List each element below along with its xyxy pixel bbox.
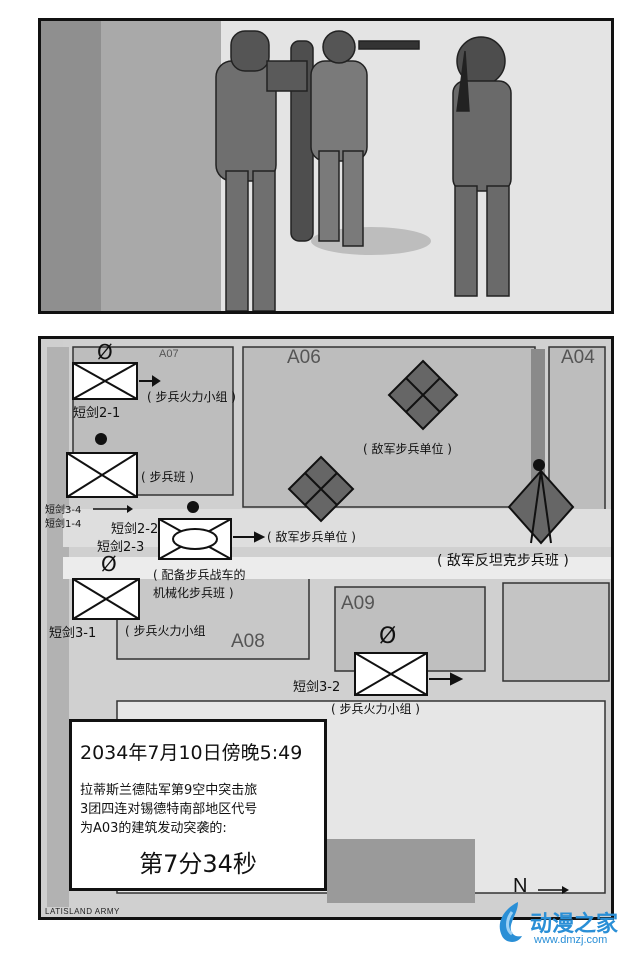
- unit-label-sword-2-3: 短剑2-3: [97, 539, 144, 555]
- info-desc-line: 拉蒂斯兰德陆军第9空中突击旅: [80, 783, 258, 798]
- north-arrow-icon: [538, 886, 569, 894]
- enemy-infantry-unit: [387, 359, 459, 431]
- label-fire-team: ( 步兵火力小组 ): [147, 390, 236, 404]
- soldiers-illustration: [41, 21, 611, 311]
- zone-label-a06: A06: [287, 347, 321, 368]
- unit-infantry-squad: [66, 452, 138, 498]
- unit-label-sword-2-1: 短剑2-1: [73, 405, 120, 421]
- label-mech-infantry-line1: ( 配备步兵战车的: [153, 567, 246, 582]
- unit-label-sword-3-4: 短剑3-4: [45, 503, 81, 516]
- label-enemy-antitank-squad: ( 敌军反坦克步兵班 ): [437, 553, 569, 569]
- building-a08: [116, 576, 310, 660]
- unit-sword-2-1: [72, 362, 161, 400]
- label-fire-team: ( 步兵火力小组: [125, 624, 206, 638]
- zone-label-a09: A09: [341, 593, 375, 614]
- label-enemy-infantry: ( 敌军步兵单位 ): [267, 529, 356, 544]
- label-infantry-squad: ( 步兵班 ): [141, 470, 194, 484]
- zone-label-a08: A08: [231, 631, 265, 652]
- comic-panel-soldiers: [38, 18, 614, 314]
- zone-label-a04: A04: [561, 347, 595, 368]
- watermark-name: 动漫之家: [530, 912, 619, 937]
- unit-label-sword-2-2: 短剑2-2: [111, 521, 158, 537]
- info-box: 2034年7月10日傍晚5:49 拉蒂斯兰德陆军第9空中突击旅 3团四连对锡德特…: [69, 719, 327, 891]
- info-elapsed-time: 第7分34秒: [139, 850, 257, 878]
- null-symbol: Ø: [97, 340, 113, 364]
- north-indicator: N: [513, 875, 528, 897]
- watermark-logo-icon: [499, 902, 522, 942]
- unit-label-sword-3-1: 短剑3-1: [49, 625, 96, 641]
- watermark-url: www.dmzj.com: [534, 934, 608, 946]
- comic-panel-tactical-map: A07 A06 A04 A09 A08 Ø Ø Ø 短剑2-1 ( 步兵火力小组…: [38, 336, 614, 920]
- enemy-antitank-squad: [507, 469, 575, 545]
- zone-label-a07: A07: [159, 348, 179, 360]
- info-date: 2034年7月10日傍晚5:49: [80, 742, 303, 764]
- building-a06: [242, 346, 536, 508]
- null-symbol: Ø: [101, 552, 117, 576]
- unit-sword-3-1: [72, 578, 140, 620]
- watermark: 动漫之家 www.dmzj.com: [490, 890, 640, 960]
- unit-sword-3-2: [354, 652, 464, 696]
- null-symbol: Ø: [379, 624, 396, 649]
- enemy-infantry-unit: [287, 455, 355, 523]
- unit-sword-2-2: [158, 518, 266, 560]
- info-desc-line: 3团四连对锡德特南部地区代号: [80, 802, 258, 817]
- info-desc-line: 为A03的建筑发动突袭的:: [80, 821, 227, 836]
- label-mech-infantry-line2: 机械化步兵班 ): [153, 585, 234, 600]
- map-credit: LATISLAND ARMY: [45, 907, 120, 916]
- info-description: 拉蒂斯兰德陆军第9空中突击旅 3团四连对锡德特南部地区代号 为A03的建筑发动突…: [80, 781, 316, 838]
- building-right: [502, 582, 610, 682]
- label-enemy-infantry: ( 敌军步兵单位 ): [363, 441, 452, 456]
- unit-label-sword-1-4: 短剑1-4: [45, 517, 81, 530]
- label-fire-team: ( 步兵火力小组 ): [331, 702, 420, 716]
- unit-label-sword-3-2: 短剑3-2: [293, 679, 340, 695]
